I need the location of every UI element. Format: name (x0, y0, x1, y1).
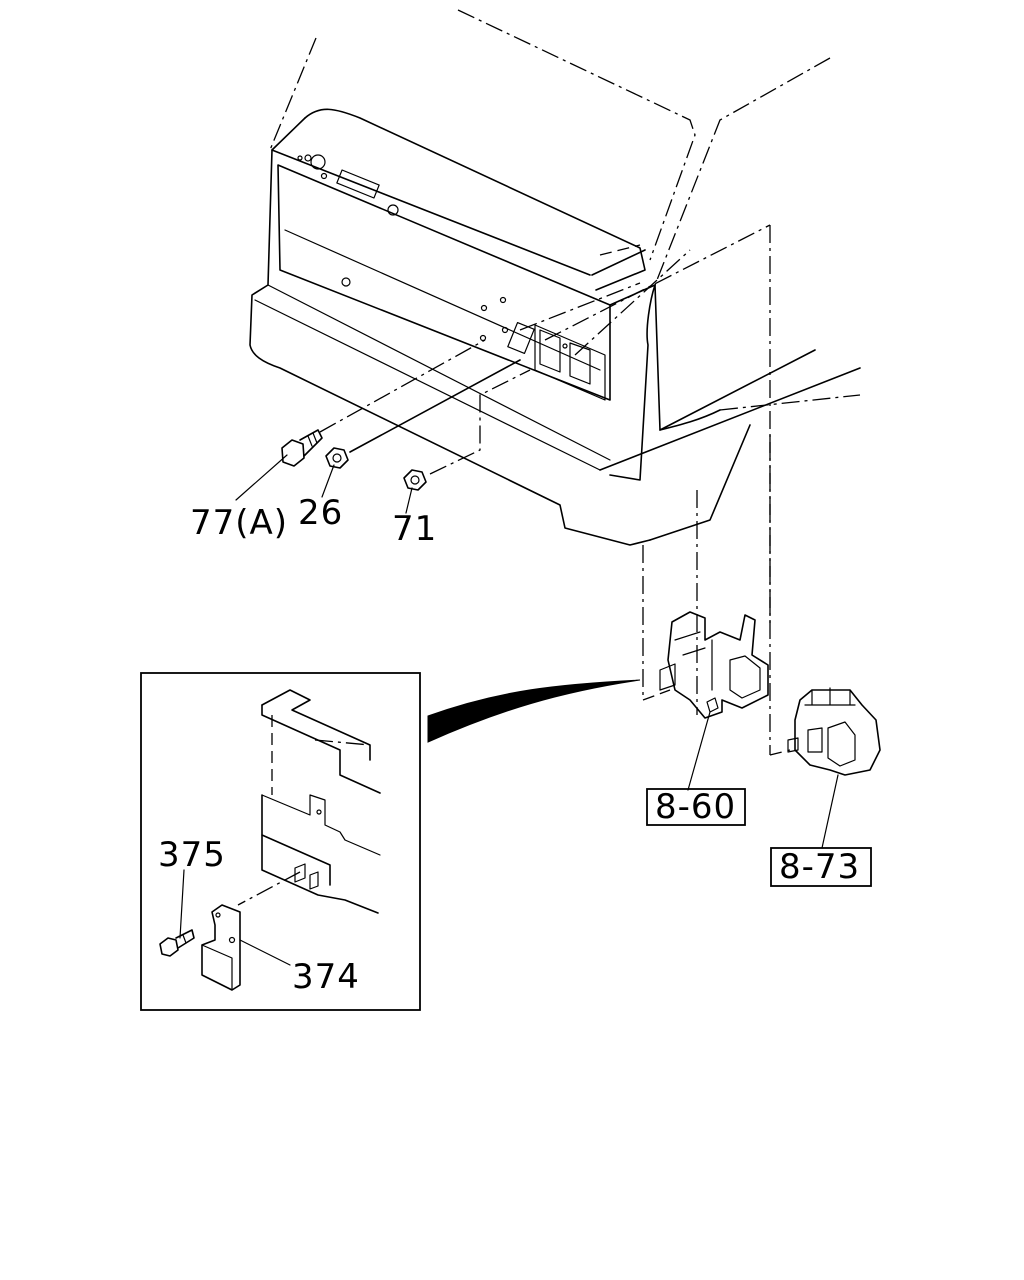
connector-8-60 (659, 611, 769, 791)
fastener-label-leaders (235, 454, 413, 514)
label-26: 26 (298, 493, 343, 533)
nut-26 (325, 359, 521, 469)
connector-leader-lines (642, 225, 791, 756)
detail-inset (140, 672, 421, 1011)
nut-71 (403, 369, 531, 491)
label-374: 374 (292, 957, 360, 997)
inset-frame (140, 672, 421, 1011)
bolt-77a (281, 339, 486, 467)
ref-label-8-60[interactable]: 8-60 (655, 787, 736, 827)
cab-body (249, 9, 861, 546)
ref-label-8-73[interactable]: 8-73 (779, 847, 860, 887)
detail-pointer-arrow (427, 679, 641, 743)
connector-8-73 (787, 687, 881, 849)
label-77a: 77(A) (190, 503, 288, 543)
ref-box-8-60 (646, 788, 746, 826)
label-71: 71 (392, 509, 437, 549)
ref-box-8-73 (770, 847, 872, 887)
label-375: 375 (158, 835, 226, 875)
